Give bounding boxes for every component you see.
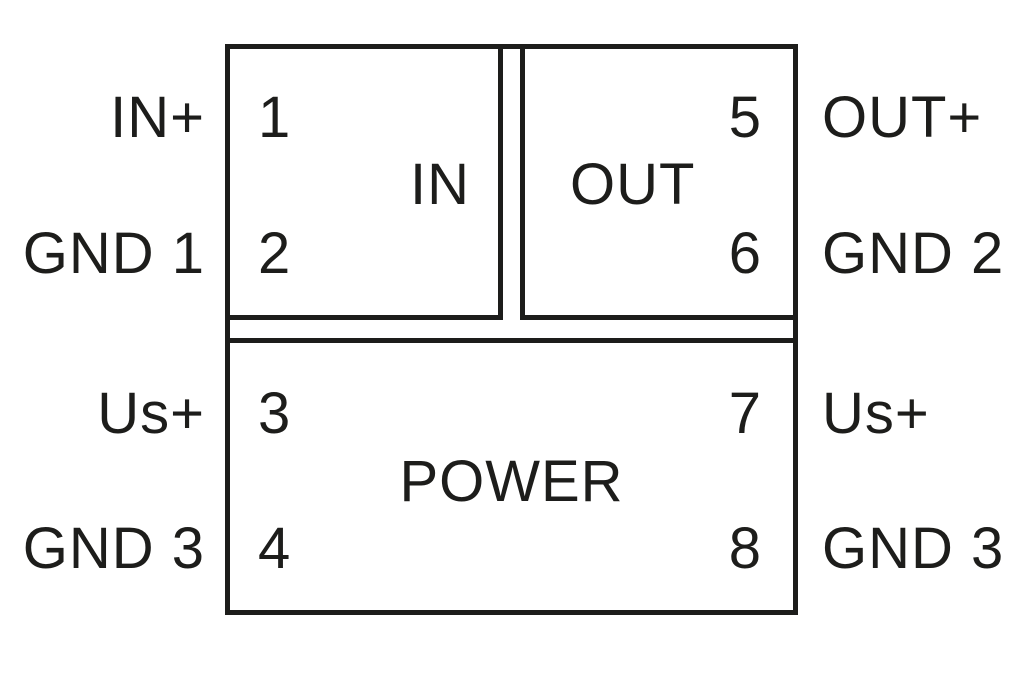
pin-8: 8	[728, 516, 762, 581]
pin-5: 5	[728, 85, 762, 150]
terminal-label-gnd-2: GND 2	[822, 221, 1005, 286]
terminal-label-gnd-3-left: GND 3	[22, 516, 205, 581]
pin-4: 4	[258, 516, 292, 581]
terminal-label-out-plus: OUT+	[822, 85, 983, 150]
pin-6: 6	[728, 221, 762, 286]
terminal-label-gnd-3-right: GND 3	[822, 516, 1005, 581]
out-block-label: OUT	[570, 152, 696, 217]
pin-3: 3	[258, 381, 292, 446]
pin-2: 2	[258, 221, 292, 286]
pin-1: 1	[258, 85, 292, 150]
pin-7: 7	[728, 381, 762, 446]
terminal-label-us-plus-right: Us+	[822, 381, 930, 446]
power-terminal-block	[225, 338, 798, 615]
in-terminal-block	[225, 44, 503, 320]
terminal-label-us-plus-left: Us+	[97, 381, 205, 446]
terminal-label-gnd-1: GND 1	[22, 221, 205, 286]
power-block-label: POWER	[399, 449, 624, 514]
terminal-label-in-plus: IN+	[110, 85, 205, 150]
in-block-label: IN	[410, 152, 470, 217]
out-terminal-block	[520, 44, 798, 320]
